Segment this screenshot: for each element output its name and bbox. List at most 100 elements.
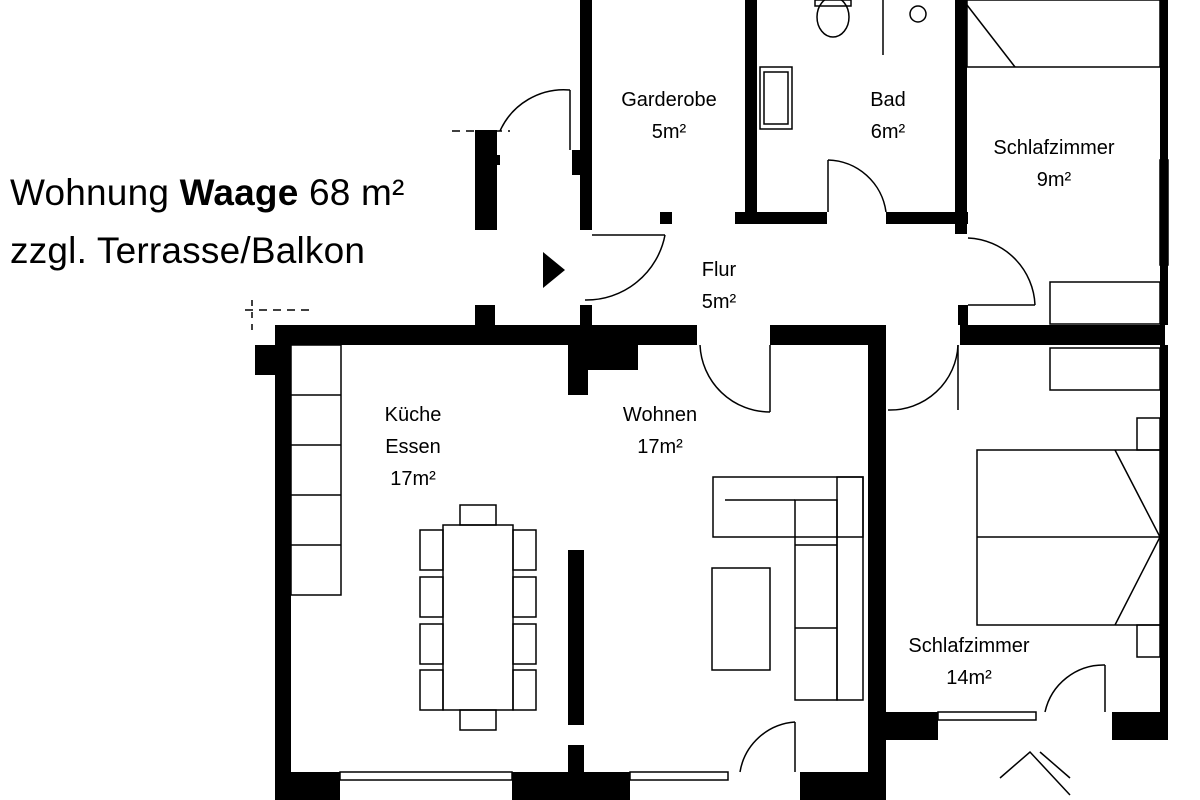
room-label-wohnen: Wohnen 17m² [623,399,697,463]
toilet-tank [814,0,852,7]
plan-subtitle: zzgl. Terrasse/Balkon [10,230,366,271]
plan-title: Wohnung Waage 68 m² [10,172,405,214]
title-apartment-name: Waage [179,172,299,213]
room-area: 14m² [946,667,992,689]
pillar-entry [475,130,497,230]
room-label-schlafzimmer-small: Schlafzimmer 9m² [993,132,1114,196]
sofa-back [712,476,864,538]
wall-living-right [868,325,886,800]
door-garderobe [584,234,666,301]
bed-small-fold [966,4,1016,68]
window-bedroom-small [1159,159,1169,266]
room-area: 5m² [651,121,687,143]
wall-left-stub [255,345,275,375]
window-living-left [339,771,513,781]
door-bedroom-small [967,237,1036,306]
wall-garderobe-left [580,0,592,230]
terrace-chair [999,750,1071,796]
door-bedroom-large [887,344,959,411]
wall-corridor-bottom-right [960,325,1165,345]
toilet [816,0,850,38]
room-label-kueche: Küche Essen 17m² [385,399,442,495]
wall-bad-bottom-left [735,212,827,224]
chair-l2 [419,576,444,618]
wall-bedroom-bottom-left [886,712,938,740]
room-name: Wohnen [622,404,698,426]
door-entrance [499,88,571,132]
bed-small [966,0,1161,68]
room-name: Schlafzimmer [993,137,1115,159]
chair-r2 [512,576,537,618]
room-area: 9m² [1036,169,1072,191]
coffee-table [711,567,771,671]
pillar-entry-cap [486,155,500,165]
room-area: 17m² [390,468,436,490]
pillar-garderobe-lower [572,150,584,175]
title-prefix: Wohnung [10,172,180,213]
wall-living-bottom-right [800,772,870,800]
pillar-corridor [660,212,672,224]
room-name: Flur [701,259,737,281]
door-terrace-left [739,721,796,773]
cupboard-small [1049,281,1161,325]
chair-r3 [512,623,537,665]
bed-large-fold [1114,449,1161,626]
wall-left-outer [275,325,291,800]
room-name: Bad [870,89,906,111]
room-area: 17m² [637,436,683,458]
cupboard-large [1049,347,1161,391]
walls [255,0,1168,800]
door-bad [827,159,887,213]
pillar-living-lower [568,345,588,395]
wall-kitchen-divider [568,550,584,725]
room-area: 6m² [870,121,906,143]
title-area: 68 m² [298,172,405,213]
chair-top [459,504,497,526]
room-name: Küche [384,404,442,426]
wall-living-top-right [770,325,886,345]
room-name: Garderobe [621,89,717,111]
entrance-arrow-icon [543,252,565,288]
wall-corridor-stub [958,305,968,325]
window-living-right [629,771,729,781]
wall-living-top-left [275,325,585,345]
wall-bad-left [745,0,757,222]
door-living [699,344,771,413]
room-name: Schlafzimmer [908,635,1030,657]
wall-living-bottom-left [275,772,340,800]
chair-bottom [459,709,497,731]
chair-l1 [419,529,444,571]
sofa-seat [794,499,838,701]
dining-table [442,524,514,711]
wall-bedroom-right-lower [1160,345,1168,740]
room-label-schlafzimmer-large: Schlafzimmer 14m² [908,630,1029,694]
sink [759,66,793,130]
room-label-bad: Bad 6m² [870,84,906,148]
room-label-flur: Flur 5m² [702,254,736,318]
sink-inner [763,71,789,125]
wall-living-bottom-mid [512,772,630,800]
plan-lines [245,0,1169,796]
nightstand-bottom [1136,624,1161,658]
room-label-garderobe: Garderobe 5m² [621,84,717,148]
chair-r4 [512,669,537,711]
wall-bedroom-right [1160,0,1168,325]
terrace-chair-back [1039,751,1071,779]
sofa-arm [836,476,864,701]
door-terrace-right [1044,664,1106,713]
wall-garderobe-left-lower [580,305,592,325]
window-bedroom [937,711,1037,721]
wall-living-top-mid [585,325,697,345]
wall-bedroom-bottom-right [1112,712,1167,740]
nightstand-top [1136,417,1161,451]
room-area: 5m² [701,291,737,313]
chair-r1 [512,529,537,571]
kitchen-counter [290,344,342,596]
wall-bad-right [955,0,967,234]
chair-l3 [419,623,444,665]
room-name-2: Essen [385,436,441,458]
wall-bad-bottom-right [886,212,968,224]
wall-entry-stub [475,305,495,325]
